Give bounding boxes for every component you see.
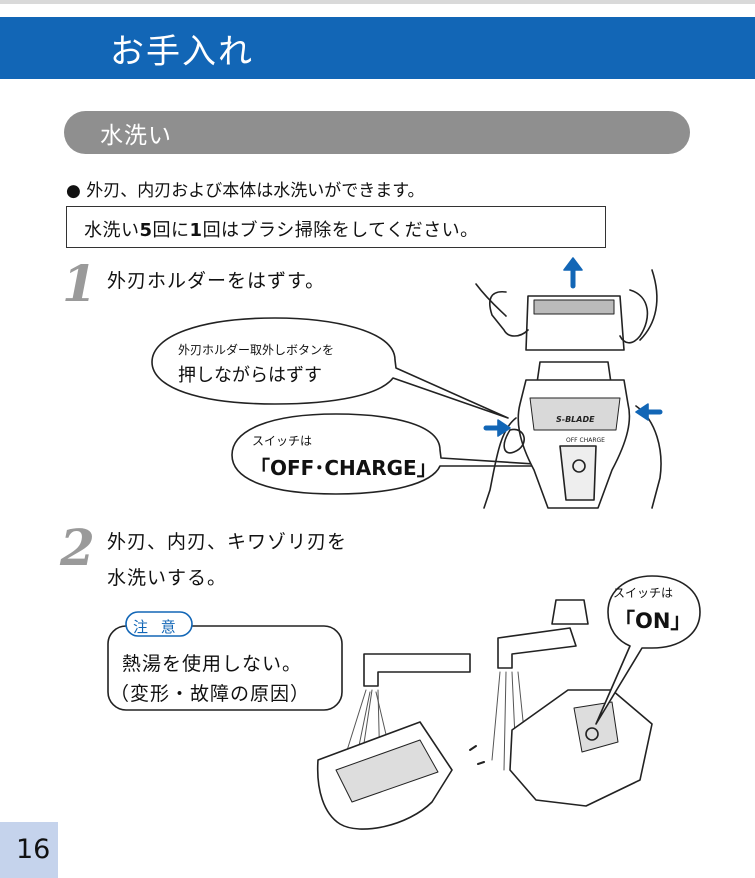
step-2-text-line1: 外刃、内刃、キワゾリ刃を <box>107 531 348 553</box>
note-number: 5 <box>139 220 153 241</box>
page-number-box <box>0 822 58 878</box>
page-number: 16 <box>16 834 51 865</box>
note-box <box>66 206 606 248</box>
section-title: 水洗い <box>100 123 172 149</box>
switch-on-label: 「ON」 <box>614 609 692 633</box>
section-bar <box>64 111 690 154</box>
page-title: お手入れ <box>110 32 254 72</box>
switch-marking: OFF CHARGE <box>566 437 605 444</box>
shaver-step1-illustration: S-BLADE OFF CHARGE <box>475 257 663 509</box>
note-text-part: 回に <box>152 220 190 241</box>
caution-text-line2: （変形・故障の原因） <box>110 683 311 705</box>
top-border <box>0 0 755 4</box>
switch-off-charge-label: 「OFF･CHARGE」 <box>250 456 437 480</box>
bullet-line: ● 外刃、内刃および本体は水洗いができます。 <box>66 176 425 201</box>
callout-release-bubble <box>151 317 509 419</box>
note-number: 1 <box>189 220 203 241</box>
bullet-marker: ● <box>66 181 81 201</box>
washing-shaver-illustration <box>469 575 701 807</box>
step-2-text-line2: 水洗いする。 <box>107 567 228 589</box>
switch-hint: スイッチは <box>252 434 313 448</box>
switch-hint-on: スイッチは <box>613 586 674 600</box>
note-text-part: 回はブラシ掃除をしてください。 <box>202 220 479 241</box>
shaver-logo: S-BLADE <box>556 415 595 424</box>
note-text: 水洗い5回に1回はブラシ掃除をしてください。 <box>84 216 479 242</box>
release-button-hint: 外刃ホルダー取外しボタンを <box>178 343 335 357</box>
header-bar <box>0 17 755 79</box>
release-button-instruction: 押しながらはずす <box>178 365 322 386</box>
step-1-text: 外刃ホルダーをはずす。 <box>107 270 326 292</box>
callout-switch-bubble <box>231 413 567 495</box>
bullet-text: 外刃、内刃および本体は水洗いができます。 <box>86 181 425 201</box>
caution-label: 注 意 <box>133 618 180 636</box>
note-text-part: 水洗い <box>84 220 140 241</box>
step-2-number: 2 <box>60 518 95 577</box>
caution-text-line1: 熱湯を使用しない。 <box>122 653 303 675</box>
caution-bubble <box>107 611 343 711</box>
step-1-number: 1 <box>62 254 97 313</box>
washing-blade-illustration <box>316 653 471 830</box>
